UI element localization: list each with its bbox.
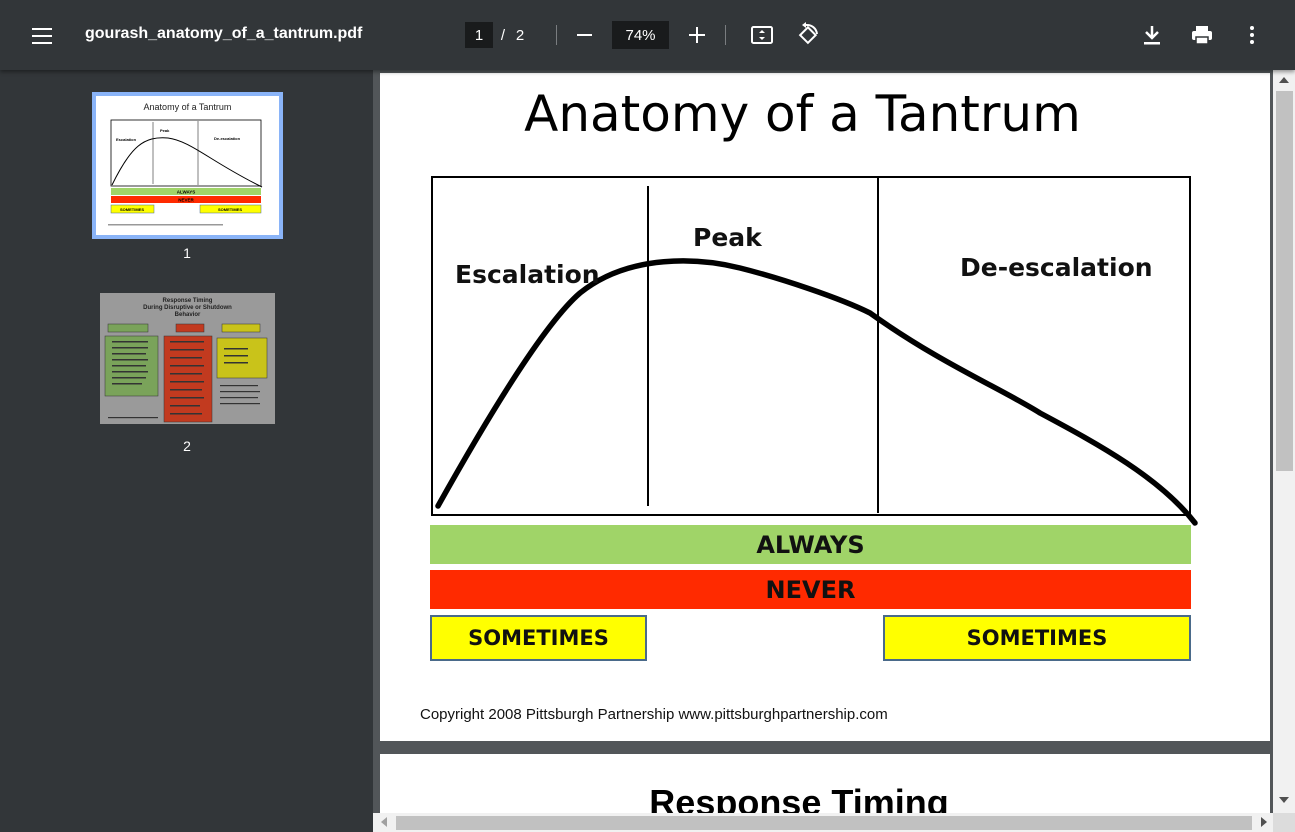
rotate-button[interactable] [793, 21, 821, 49]
svg-text:De-escalation: De-escalation [214, 136, 241, 141]
horizontal-scroll-thumb[interactable] [396, 816, 1252, 830]
svg-text:SOMETIMES: SOMETIMES [218, 207, 242, 212]
print-icon [1192, 26, 1212, 45]
thumbnail-1-label: 1 [183, 245, 191, 261]
svg-text:ALWAYS: ALWAYS [177, 190, 196, 195]
download-icon [1144, 26, 1160, 45]
sometimes-right-box: SOMETIMES [883, 615, 1191, 661]
page-total: 2 [515, 26, 525, 44]
fit-to-page-button[interactable] [748, 21, 776, 49]
page-thumbnail-2[interactable]: Response Timing During Disruptive or Shu… [100, 293, 275, 424]
zoom-in-icon [689, 27, 705, 43]
deescalation-label: De-escalation [960, 253, 1153, 282]
tantrum-diagram [431, 176, 1191, 516]
download-button[interactable] [1138, 20, 1166, 50]
thumbnail-2-title: Response Timing [162, 298, 213, 304]
escalation-label: Escalation [455, 260, 600, 289]
vertical-scroll-thumb[interactable] [1276, 91, 1293, 471]
page-title: Anatomy of a Tantrum [524, 85, 1081, 143]
thumbnail-2-subtitle: During Disruptive or Shutdown [143, 305, 232, 311]
page-number-input[interactable]: 1 [465, 22, 493, 48]
page-thumbnail-1[interactable]: Anatomy of a Tantrum Escalation Peak De-… [92, 92, 283, 239]
tantrum-curve [435, 258, 1198, 526]
page-separator: / [500, 26, 506, 44]
fit-page-icon [751, 26, 773, 44]
toolbar-divider [725, 25, 726, 45]
document-title: gourash_anatomy_of_a_tantrum.pdf [85, 25, 363, 42]
more-options-button[interactable] [1238, 20, 1266, 50]
thumbnail-sidebar: Anatomy of a Tantrum Escalation Peak De-… [0, 70, 373, 832]
zoom-out-icon [576, 34, 592, 36]
thumbnail-1-preview: Escalation Peak De-escalation ALWAYS NEV… [108, 119, 263, 226]
thumbnail-2-label: 2 [183, 438, 191, 454]
svg-text:Peak: Peak [160, 128, 170, 133]
thumbnail-2-preview [104, 323, 268, 423]
svg-text:Escalation: Escalation [116, 137, 137, 142]
pdf-toolbar: gourash_anatomy_of_a_tantrum.pdf 1 / 2 7… [0, 0, 1295, 70]
menu-icon [32, 28, 52, 44]
toolbar-divider [556, 25, 557, 45]
svg-text:SOMETIMES: SOMETIMES [120, 207, 144, 212]
scroll-up-arrow-icon[interactable] [1279, 77, 1289, 83]
pdf-page-1: Anatomy of a Tantrum Escalation Peak De-… [380, 73, 1270, 741]
sometimes-left-box: SOMETIMES [430, 615, 647, 661]
scroll-right-arrow-icon[interactable] [1261, 817, 1267, 827]
copyright-text: Copyright 2008 Pittsburgh Partnership ww… [420, 706, 888, 723]
scroll-down-arrow-icon[interactable] [1279, 797, 1289, 803]
never-bar: NEVER [430, 570, 1191, 609]
phase-divider [647, 186, 649, 506]
phase-divider [877, 178, 879, 513]
menu-button[interactable] [22, 20, 62, 52]
more-vert-icon [1250, 26, 1254, 44]
thumbnail-1-title: Anatomy of a Tantrum [143, 102, 232, 112]
peak-label: Peak [693, 223, 762, 252]
zoom-out-button[interactable] [570, 21, 598, 49]
scrollbar-corner [1273, 813, 1295, 832]
document-viewer[interactable]: Anatomy of a Tantrum Escalation Peak De-… [373, 70, 1295, 832]
svg-text:NEVER: NEVER [178, 198, 194, 203]
rotate-icon [798, 22, 818, 45]
thumbnail-2-subtitle-2: Behavior [174, 312, 201, 318]
always-bar: ALWAYS [430, 525, 1191, 564]
print-button[interactable] [1188, 20, 1216, 50]
zoom-in-button[interactable] [683, 21, 711, 49]
scroll-left-arrow-icon[interactable] [381, 817, 387, 827]
zoom-level-input[interactable]: 74% [612, 21, 669, 49]
